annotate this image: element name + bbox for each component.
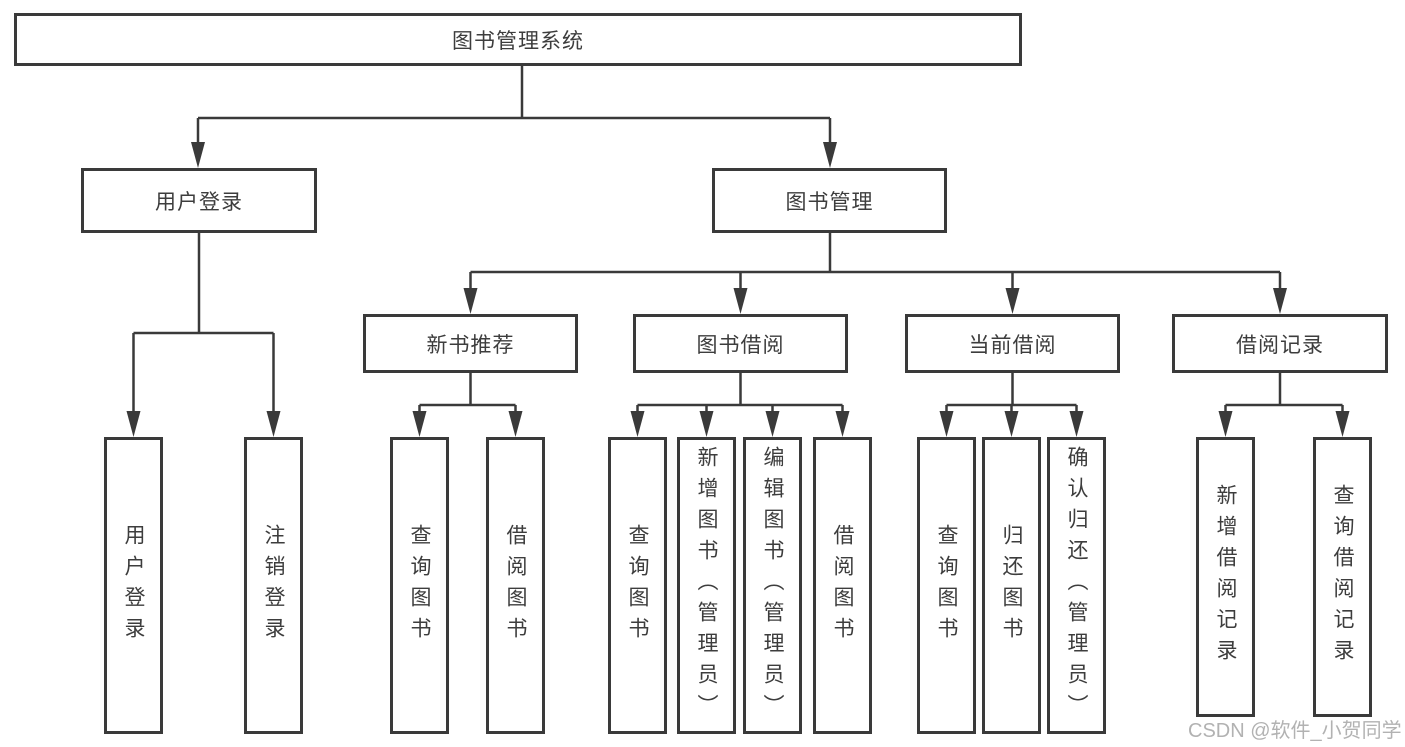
arrowhead	[1004, 411, 1019, 437]
arrowhead	[463, 288, 478, 314]
node-user-login: 用户登录	[81, 168, 317, 233]
arrowhead	[765, 411, 780, 437]
arrowhead	[1069, 411, 1084, 437]
leaf-recommend-borrow-books: 借阅图书	[486, 437, 545, 734]
arrowhead	[1218, 411, 1233, 437]
leaf-current-confirm-return-admin: 确认归还（管理员）	[1047, 437, 1106, 734]
arrowhead	[939, 411, 954, 437]
leaf-records-query-borrow-record: 查询借阅记录	[1313, 437, 1372, 717]
leaf-logout: 注销登录	[244, 437, 303, 734]
leaf-current-query-books: 查询图书	[917, 437, 976, 734]
arrowhead	[126, 411, 141, 437]
csdn-watermark: CSDN @软件_小贺同学	[1188, 720, 1402, 742]
arrowhead	[1005, 288, 1020, 314]
node-book-borrowing: 图书借阅	[633, 314, 848, 373]
leaf-records-add-borrow-record: 新增借阅记录	[1196, 437, 1255, 717]
node-current-borrowing: 当前借阅	[905, 314, 1120, 373]
node-borrowing-records: 借阅记录	[1172, 314, 1388, 373]
connector-current-borrowing-to-leaves	[939, 373, 1084, 437]
arrowhead	[823, 142, 837, 168]
arrowhead	[266, 411, 281, 437]
arrowhead	[630, 411, 645, 437]
leaf-current-return-books: 归还图书	[982, 437, 1041, 734]
node-library-management-system: 图书管理系统	[14, 13, 1022, 66]
arrowhead	[699, 411, 714, 437]
leaf-borrowing-query-books: 查询图书	[608, 437, 667, 734]
leaf-borrowing-edit-books-admin: 编辑图书（管理员）	[743, 437, 802, 734]
arrowhead	[412, 411, 427, 437]
arrowhead	[508, 411, 523, 437]
connector-user-login-to-leaves	[126, 233, 281, 437]
arrowhead	[733, 288, 748, 314]
arrowhead	[835, 411, 850, 437]
connector-book-management-to-level3	[463, 233, 1287, 314]
node-book-management: 图书管理	[712, 168, 947, 233]
leaf-borrowing-add-books-admin: 新增图书（管理员）	[677, 437, 736, 734]
arrowhead	[1335, 411, 1350, 437]
leaf-borrowing-borrow-books: 借阅图书	[813, 437, 872, 734]
connector-new-book-recommendation-to-leaves	[412, 373, 523, 437]
connector-root-to-level2	[191, 66, 837, 168]
connector-borrowing-records-to-leaves	[1218, 373, 1350, 437]
node-new-book-recommendation: 新书推荐	[363, 314, 578, 373]
arrowhead	[191, 142, 205, 168]
leaf-user-login: 用户登录	[104, 437, 163, 734]
arrowhead	[1273, 288, 1287, 314]
leaf-recommend-query-books: 查询图书	[390, 437, 449, 734]
connector-book-borrowing-to-leaves	[630, 373, 850, 437]
